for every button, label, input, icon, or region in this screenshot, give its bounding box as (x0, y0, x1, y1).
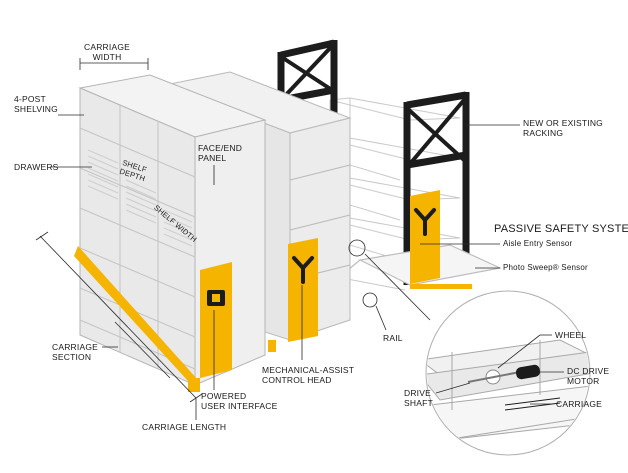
drive-shaft-line1: DRIVE (404, 388, 431, 398)
face-end-line1: FACE/END (198, 143, 243, 153)
powered-user-interface-label: POWERED USER INTERFACE (201, 391, 277, 411)
aisle-entry-sensor-label: Aisle Entry Sensor (503, 239, 573, 248)
base-foot (188, 378, 200, 392)
front-end-panel (200, 262, 232, 378)
racking-end-panel (410, 190, 440, 284)
four-post-line2: SHELVING (14, 104, 58, 114)
front-carriage-shelves (79, 105, 196, 370)
front-carriage (78, 74, 267, 386)
drawers-label: DRAWERS (14, 162, 59, 172)
drive-shaft-label: DRIVE SHAFT (404, 388, 433, 408)
racking-handle-icon (414, 208, 436, 236)
carriage-base-rail (74, 246, 198, 392)
racking-line2: RACKING (523, 128, 564, 138)
powered-ui-line2: USER INTERFACE (201, 401, 278, 411)
rail-label: RAIL (383, 333, 403, 343)
carriage-length-label: CARRIAGE LENGTH (142, 422, 227, 432)
racking-line1: NEW OR EXISTING (523, 118, 603, 128)
carriage-label: CARRIAGE (556, 399, 602, 409)
powered-ui-line1: POWERED (201, 391, 247, 401)
racking-label: NEW OR EXISTING RACKING (523, 118, 603, 138)
carriage-width-line2: WIDTH (92, 52, 122, 62)
four-post-line1: 4-POST (14, 94, 46, 104)
drive-detail-inset (425, 290, 591, 456)
face-end-line2: PANEL (198, 153, 227, 163)
mech-assist-line1: MECHANICAL-ASSIST (262, 365, 355, 375)
carriage-width-label: CARRIAGE WIDTH (84, 42, 130, 62)
drive-shaft-line2: SHAFT (404, 398, 433, 408)
mech-assist-line2: CONTROL HEAD (262, 375, 332, 385)
dc-drive-line2: MOTOR (567, 376, 600, 386)
face-end-panel-label: FACE/END PANEL (198, 143, 242, 163)
middle-end-panel (288, 238, 318, 342)
drawer-hatching (87, 149, 193, 247)
mechanical-assist-label: MECHANICAL-ASSIST CONTROL HEAD (262, 365, 354, 385)
passive-safety-title: PASSIVE SAFETY SYSTEM (494, 223, 628, 235)
dc-drive-motor-label: DC DRIVE MOTOR (567, 366, 609, 386)
racking-yellow-base (410, 284, 472, 289)
user-interface-screen-inner (212, 294, 220, 302)
carriage-section-line1: CARRIAGE (52, 342, 98, 352)
carriage-width-line1: CARRIAGE (84, 42, 130, 52)
leader-lines (35, 58, 520, 420)
photo-sweep-sensor-label: Photo Sweep® Sensor (503, 263, 588, 272)
four-post-shelving-label: 4-POST SHELVING (14, 94, 58, 114)
carriage-section-line2: SECTION (52, 352, 92, 362)
wheel-label: WHEEL (555, 330, 587, 340)
middle-yellow-base (268, 340, 276, 352)
dc-drive-line1: DC DRIVE (567, 366, 610, 376)
carriage-section-label: CARRIAGE SECTION (52, 342, 98, 362)
control-head-icon (292, 256, 314, 284)
